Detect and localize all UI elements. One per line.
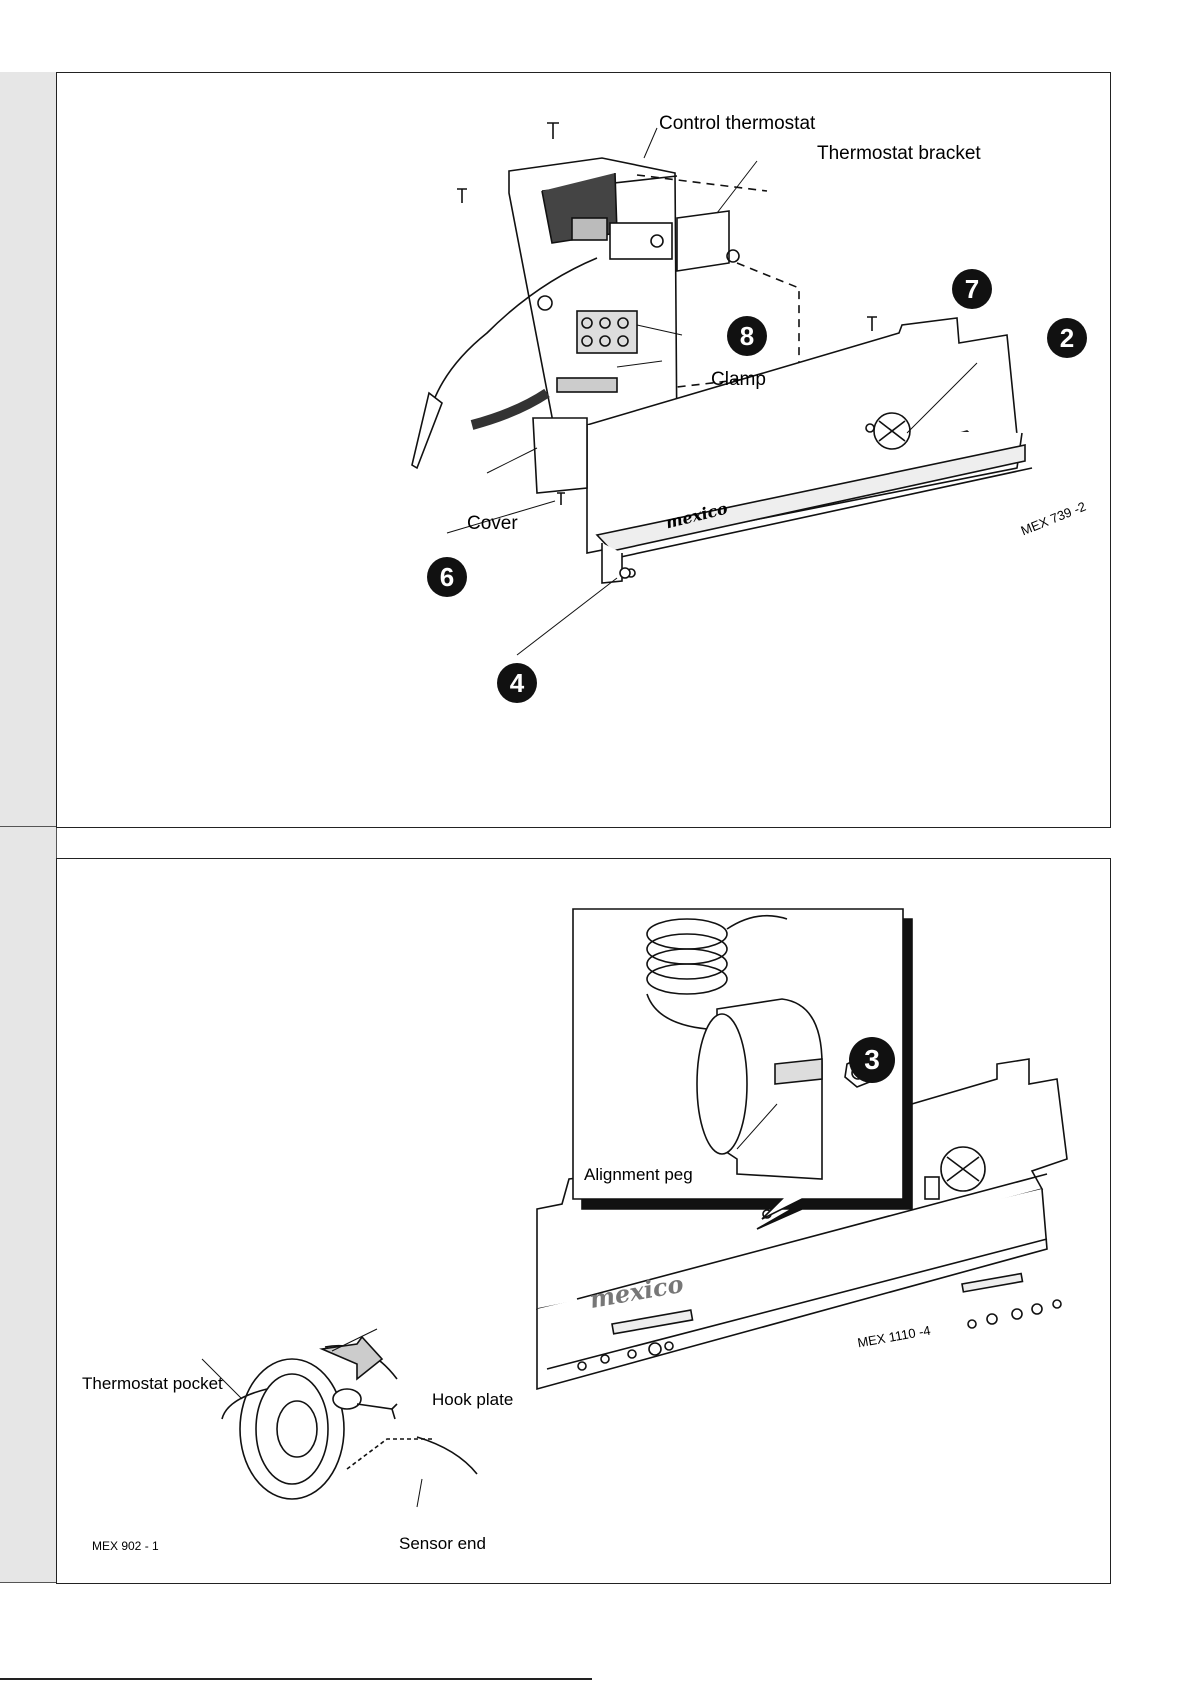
- sensor-end-label: Sensor end: [399, 1534, 486, 1554]
- margin-divider: [0, 826, 56, 827]
- alignment-peg-label: Alignment peg: [584, 1165, 693, 1185]
- thermostat-pocket-label: Thermostat pocket: [82, 1374, 223, 1394]
- clamp-label: Clamp: [711, 369, 766, 391]
- cover-label: Cover: [467, 513, 518, 535]
- control-thermostat-label: Control thermostat: [659, 113, 815, 135]
- thermostat-assembly-drawing: [57, 73, 1110, 827]
- thermostat-bracket-label: Thermostat bracket: [817, 143, 981, 165]
- step-badge-2: 2: [1047, 318, 1087, 358]
- footer-rule: [0, 1678, 592, 1680]
- step-badge-6: 6: [427, 557, 467, 597]
- step-badge-8: 8: [727, 316, 767, 356]
- alignment-and-sensor-drawing: [57, 859, 1110, 1583]
- hook-plate-label: Hook plate: [432, 1390, 513, 1410]
- page-margin-bar: [0, 72, 57, 1582]
- step-badge-4: 4: [497, 663, 537, 703]
- figure-panel-top: Control thermostat Thermostat bracket Cl…: [56, 72, 1111, 828]
- margin-divider: [0, 1582, 56, 1583]
- step-badge-3: 3: [849, 1037, 895, 1083]
- figure-panel-bottom: Alignment peg mexico MEX 1110 -4 3 Therm…: [56, 858, 1111, 1584]
- drawing-code-small: MEX 902 - 1: [92, 1539, 159, 1553]
- step-badge-7: 7: [952, 269, 992, 309]
